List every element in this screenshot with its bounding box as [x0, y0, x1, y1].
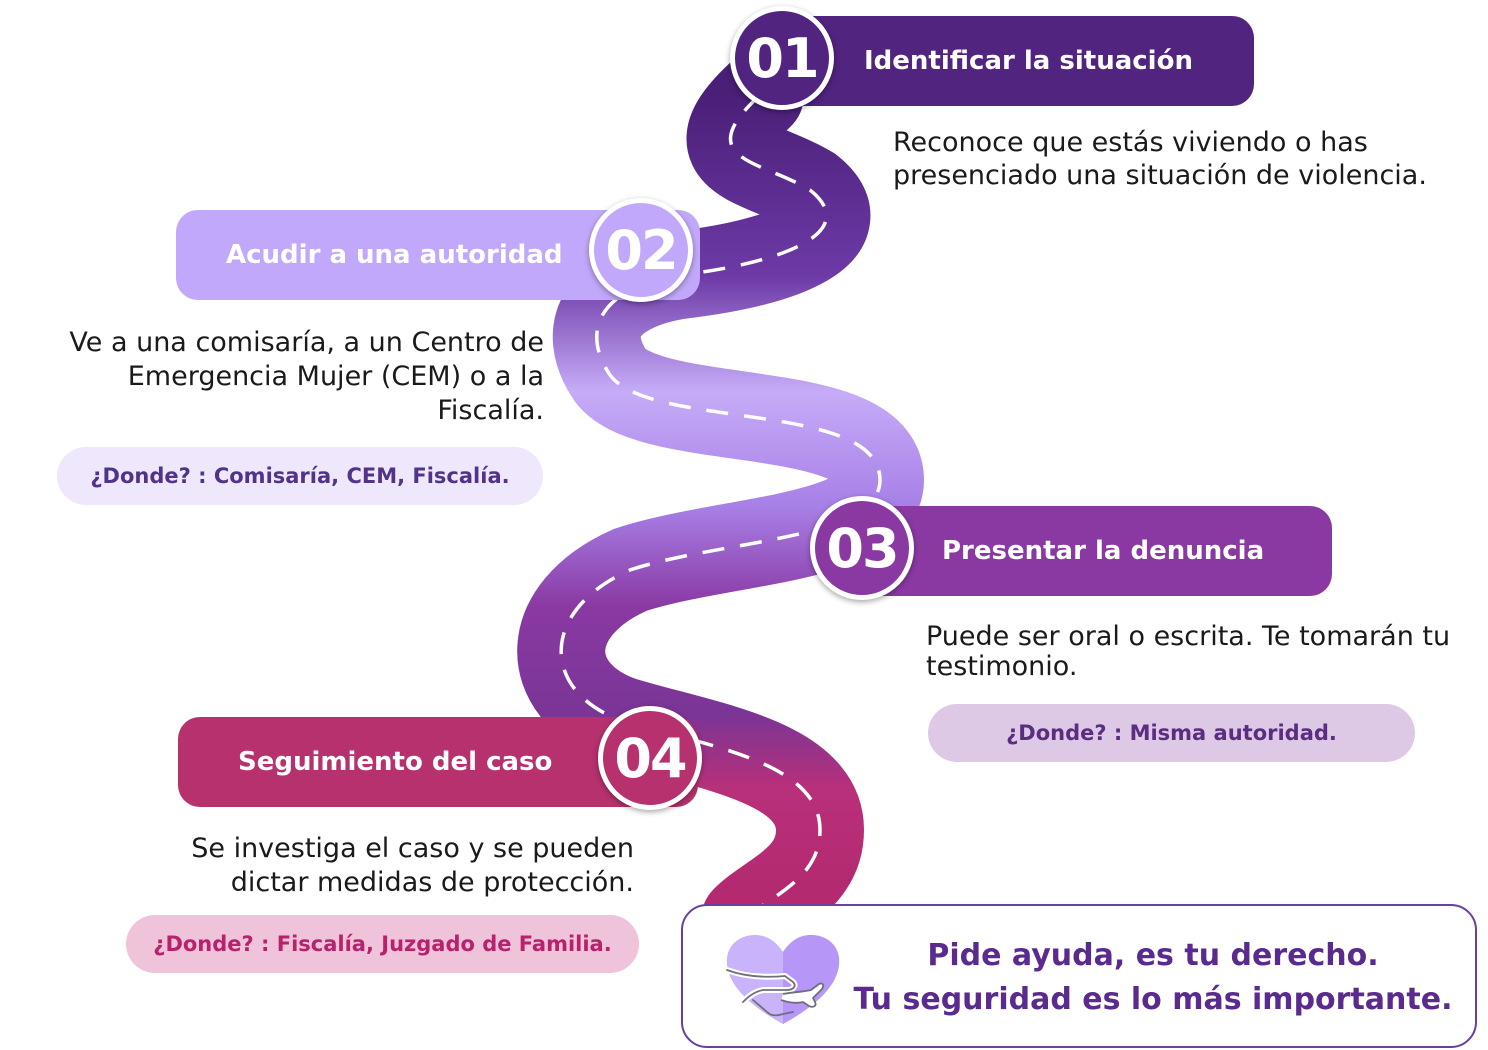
- callout-line-1: Pide ayuda, es tu derecho.: [927, 938, 1379, 973]
- step-2-where-badge: ¿Donde? : Comisaría, CEM, Fiscalía.: [57, 447, 543, 505]
- step-1-title-pill: Identificar la situación: [776, 16, 1254, 106]
- step-1-number-badge: 01: [730, 6, 834, 110]
- step-4-number-badge: 04: [598, 706, 702, 810]
- callout-line-2: Tu seguridad es lo más importante.: [853, 982, 1453, 1017]
- step-4-description: Se investiga el caso y se pueden dictar …: [191, 833, 634, 898]
- help-callout-box: Pide ayuda, es tu derecho. Tu seguridad …: [681, 904, 1477, 1048]
- step-4-title: Seguimiento del caso: [238, 747, 553, 777]
- step-2-title: Acudir a una autoridad: [226, 240, 563, 270]
- heart-hug-icon: [724, 934, 840, 1024]
- step-1-title: Identificar la situación: [864, 46, 1193, 76]
- step-3-title: Presentar la denuncia: [942, 536, 1265, 566]
- step-3-number-badge: 03: [810, 496, 914, 600]
- step-2-number-badge: 02: [589, 198, 693, 302]
- step-3-description: Puede ser oral o escrita. Te tomarán tu …: [926, 621, 1451, 682]
- step-3-title-pill: Presentar la denuncia: [858, 506, 1332, 596]
- step-3-where-badge: ¿Donde? : Misma autoridad.: [928, 704, 1415, 762]
- step-4-where-badge: ¿Donde? : Fiscalía, Juzgado de Familia.: [126, 915, 639, 973]
- step-1-description: Reconoce que estás viviendo o has presen…: [893, 127, 1427, 191]
- step-2-description: Ve a una comisaría, a un Centro de Emerg…: [69, 327, 544, 426]
